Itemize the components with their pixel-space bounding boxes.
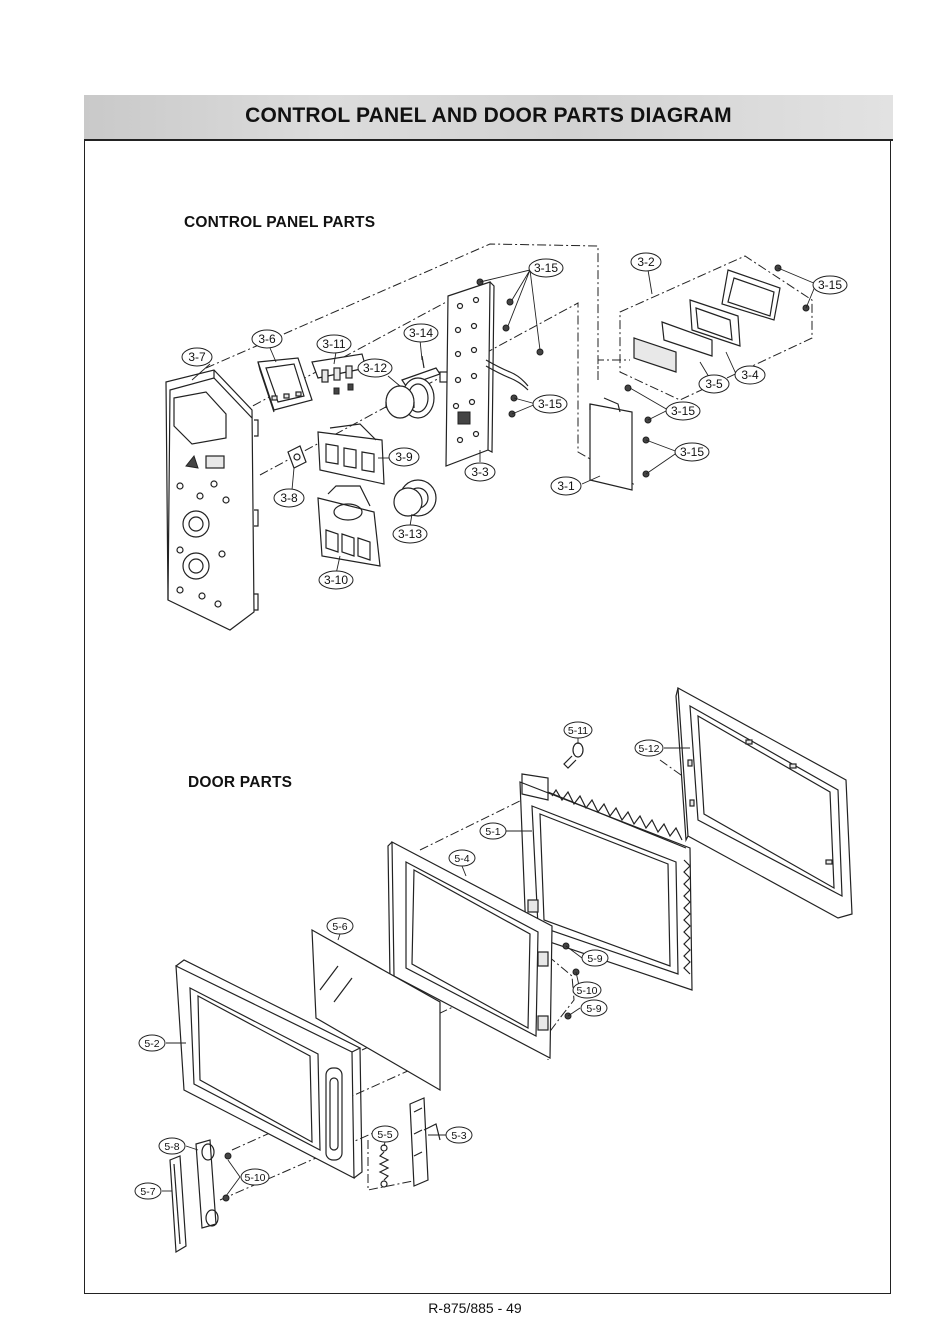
callout-3-15-cover-lower: 3-15 bbox=[674, 442, 710, 462]
svg-text:5-5: 5-5 bbox=[377, 1129, 392, 1141]
callout-3-15-cover-upper: 3-15 bbox=[665, 401, 701, 421]
svg-text:3-15: 3-15 bbox=[538, 397, 562, 411]
callout-5-9-upper: 5-9 bbox=[581, 949, 609, 967]
svg-text:3-14: 3-14 bbox=[409, 326, 433, 340]
knob-3-12 bbox=[385, 371, 471, 419]
callout-5-8: 5-8 bbox=[158, 1137, 186, 1155]
callout-3-9: 3-9 bbox=[388, 447, 420, 467]
callout-3-7: 3-7 bbox=[181, 347, 213, 367]
callout-5-11: 5-11 bbox=[563, 721, 593, 739]
callout-3-2: 3-2 bbox=[630, 252, 662, 272]
callout-5-1: 5-1 bbox=[479, 822, 507, 840]
screw-5-11 bbox=[563, 742, 584, 769]
svg-text:3-15: 3-15 bbox=[534, 261, 558, 275]
door-screws bbox=[222, 942, 580, 1202]
control-panel-frame-3-7 bbox=[165, 369, 259, 631]
knob-3-13 bbox=[393, 479, 437, 517]
svg-text:3-7: 3-7 bbox=[188, 350, 206, 364]
lower-holder-3-10 bbox=[317, 485, 381, 567]
button-holder-3-9 bbox=[317, 423, 385, 485]
svg-text:5-3: 5-3 bbox=[451, 1130, 466, 1142]
display-assembly-3-2 bbox=[633, 269, 781, 373]
callout-3-15-pcb: 3-15 bbox=[528, 258, 564, 278]
handle-5-7 bbox=[169, 1155, 187, 1254]
callout-3-11: 3-11 bbox=[316, 334, 352, 354]
control-pcb-3-3 bbox=[445, 281, 529, 467]
spring-5-5 bbox=[378, 1144, 390, 1188]
svg-text:5-12: 5-12 bbox=[638, 743, 659, 755]
svg-text:5-9: 5-9 bbox=[587, 953, 602, 965]
svg-text:3-6: 3-6 bbox=[258, 332, 276, 346]
callout-5-5: 5-5 bbox=[371, 1125, 399, 1143]
svg-text:3-4: 3-4 bbox=[741, 368, 759, 382]
display-window-3-6 bbox=[257, 357, 313, 413]
door-main-frame-5-1 bbox=[519, 773, 693, 991]
cover-plate-3-1 bbox=[589, 397, 633, 491]
control-panel-callouts: 3-7 3-6 3-11 3-14 3-12 3-9 3-8 3-13 3-10… bbox=[181, 252, 848, 590]
svg-text:5-8: 5-8 bbox=[164, 1141, 179, 1153]
callout-3-3: 3-3 bbox=[464, 462, 496, 482]
callout-5-3: 5-3 bbox=[445, 1126, 473, 1144]
svg-text:5-10: 5-10 bbox=[576, 985, 597, 997]
svg-text:5-7: 5-7 bbox=[140, 1186, 155, 1198]
svg-text:3-3: 3-3 bbox=[471, 465, 489, 479]
svg-text:5-1: 5-1 bbox=[485, 826, 500, 838]
callout-3-15-display: 3-15 bbox=[812, 275, 848, 295]
latch-5-3 bbox=[409, 1097, 441, 1187]
callout-5-10-lower: 5-10 bbox=[240, 1168, 270, 1186]
tact-part-3-8 bbox=[287, 445, 307, 469]
diagram-frame bbox=[84, 141, 891, 1294]
door-callouts: 5-11 5-12 5-1 5-4 5-6 5-9 5-10 5-9 5-2 5… bbox=[134, 721, 664, 1200]
svg-text:5-6: 5-6 bbox=[332, 921, 347, 933]
callout-3-15-lower: 3-15 bbox=[532, 394, 568, 414]
callout-3-14: 3-14 bbox=[403, 323, 439, 343]
door-section-title: DOOR PARTS bbox=[188, 774, 293, 791]
svg-text:3-13: 3-13 bbox=[398, 527, 422, 541]
control-panel-section-title: CONTROL PANEL PARTS bbox=[184, 214, 376, 231]
svg-text:5-2: 5-2 bbox=[144, 1038, 159, 1050]
callout-5-10-upper: 5-10 bbox=[572, 981, 602, 999]
door-glass-5-6 bbox=[311, 928, 441, 1092]
svg-text:3-12: 3-12 bbox=[363, 361, 387, 375]
control-panel-leaders bbox=[191, 267, 817, 575]
page-title: CONTROL PANEL AND DOOR PARTS DIAGRAM bbox=[245, 104, 732, 127]
svg-text:3-15: 3-15 bbox=[680, 445, 704, 459]
svg-text:5-11: 5-11 bbox=[568, 725, 588, 737]
handle-bracket-5-8 bbox=[195, 1139, 219, 1229]
callout-3-8: 3-8 bbox=[273, 488, 305, 508]
callout-3-10: 3-10 bbox=[318, 570, 354, 590]
callout-5-2: 5-2 bbox=[138, 1034, 166, 1052]
callout-3-4: 3-4 bbox=[734, 365, 766, 385]
door-inner-frame-5-4 bbox=[387, 840, 553, 1059]
svg-text:5-9: 5-9 bbox=[586, 1003, 601, 1015]
door-panel-5-2 bbox=[175, 959, 363, 1179]
callout-3-12: 3-12 bbox=[357, 358, 393, 378]
svg-text:5-10: 5-10 bbox=[244, 1172, 265, 1184]
svg-text:3-5: 3-5 bbox=[705, 377, 723, 391]
svg-text:3-15: 3-15 bbox=[671, 404, 695, 418]
callout-5-12: 5-12 bbox=[634, 739, 664, 757]
svg-text:3-9: 3-9 bbox=[395, 450, 413, 464]
callout-3-6: 3-6 bbox=[251, 329, 283, 349]
page-footer: R-875/885 - 49 bbox=[428, 1300, 522, 1316]
callout-3-5: 3-5 bbox=[698, 374, 730, 394]
callout-5-4: 5-4 bbox=[448, 849, 476, 867]
callout-3-13: 3-13 bbox=[392, 524, 428, 544]
button-strip-3-11 bbox=[311, 353, 367, 395]
svg-text:3-11: 3-11 bbox=[322, 337, 345, 351]
svg-text:3-2: 3-2 bbox=[637, 255, 655, 269]
svg-text:3-8: 3-8 bbox=[280, 491, 298, 505]
callout-3-1: 3-1 bbox=[550, 476, 582, 496]
callout-5-6: 5-6 bbox=[326, 917, 354, 935]
door-outer-frame-5-12 bbox=[675, 686, 853, 919]
svg-text:3-15: 3-15 bbox=[818, 278, 842, 292]
title-banner: CONTROL PANEL AND DOOR PARTS DIAGRAM bbox=[84, 95, 893, 141]
svg-text:5-4: 5-4 bbox=[454, 853, 469, 865]
svg-text:3-10: 3-10 bbox=[324, 573, 348, 587]
callout-5-7: 5-7 bbox=[134, 1182, 162, 1200]
svg-text:3-1: 3-1 bbox=[557, 479, 575, 493]
callout-5-9-lower: 5-9 bbox=[580, 999, 608, 1017]
